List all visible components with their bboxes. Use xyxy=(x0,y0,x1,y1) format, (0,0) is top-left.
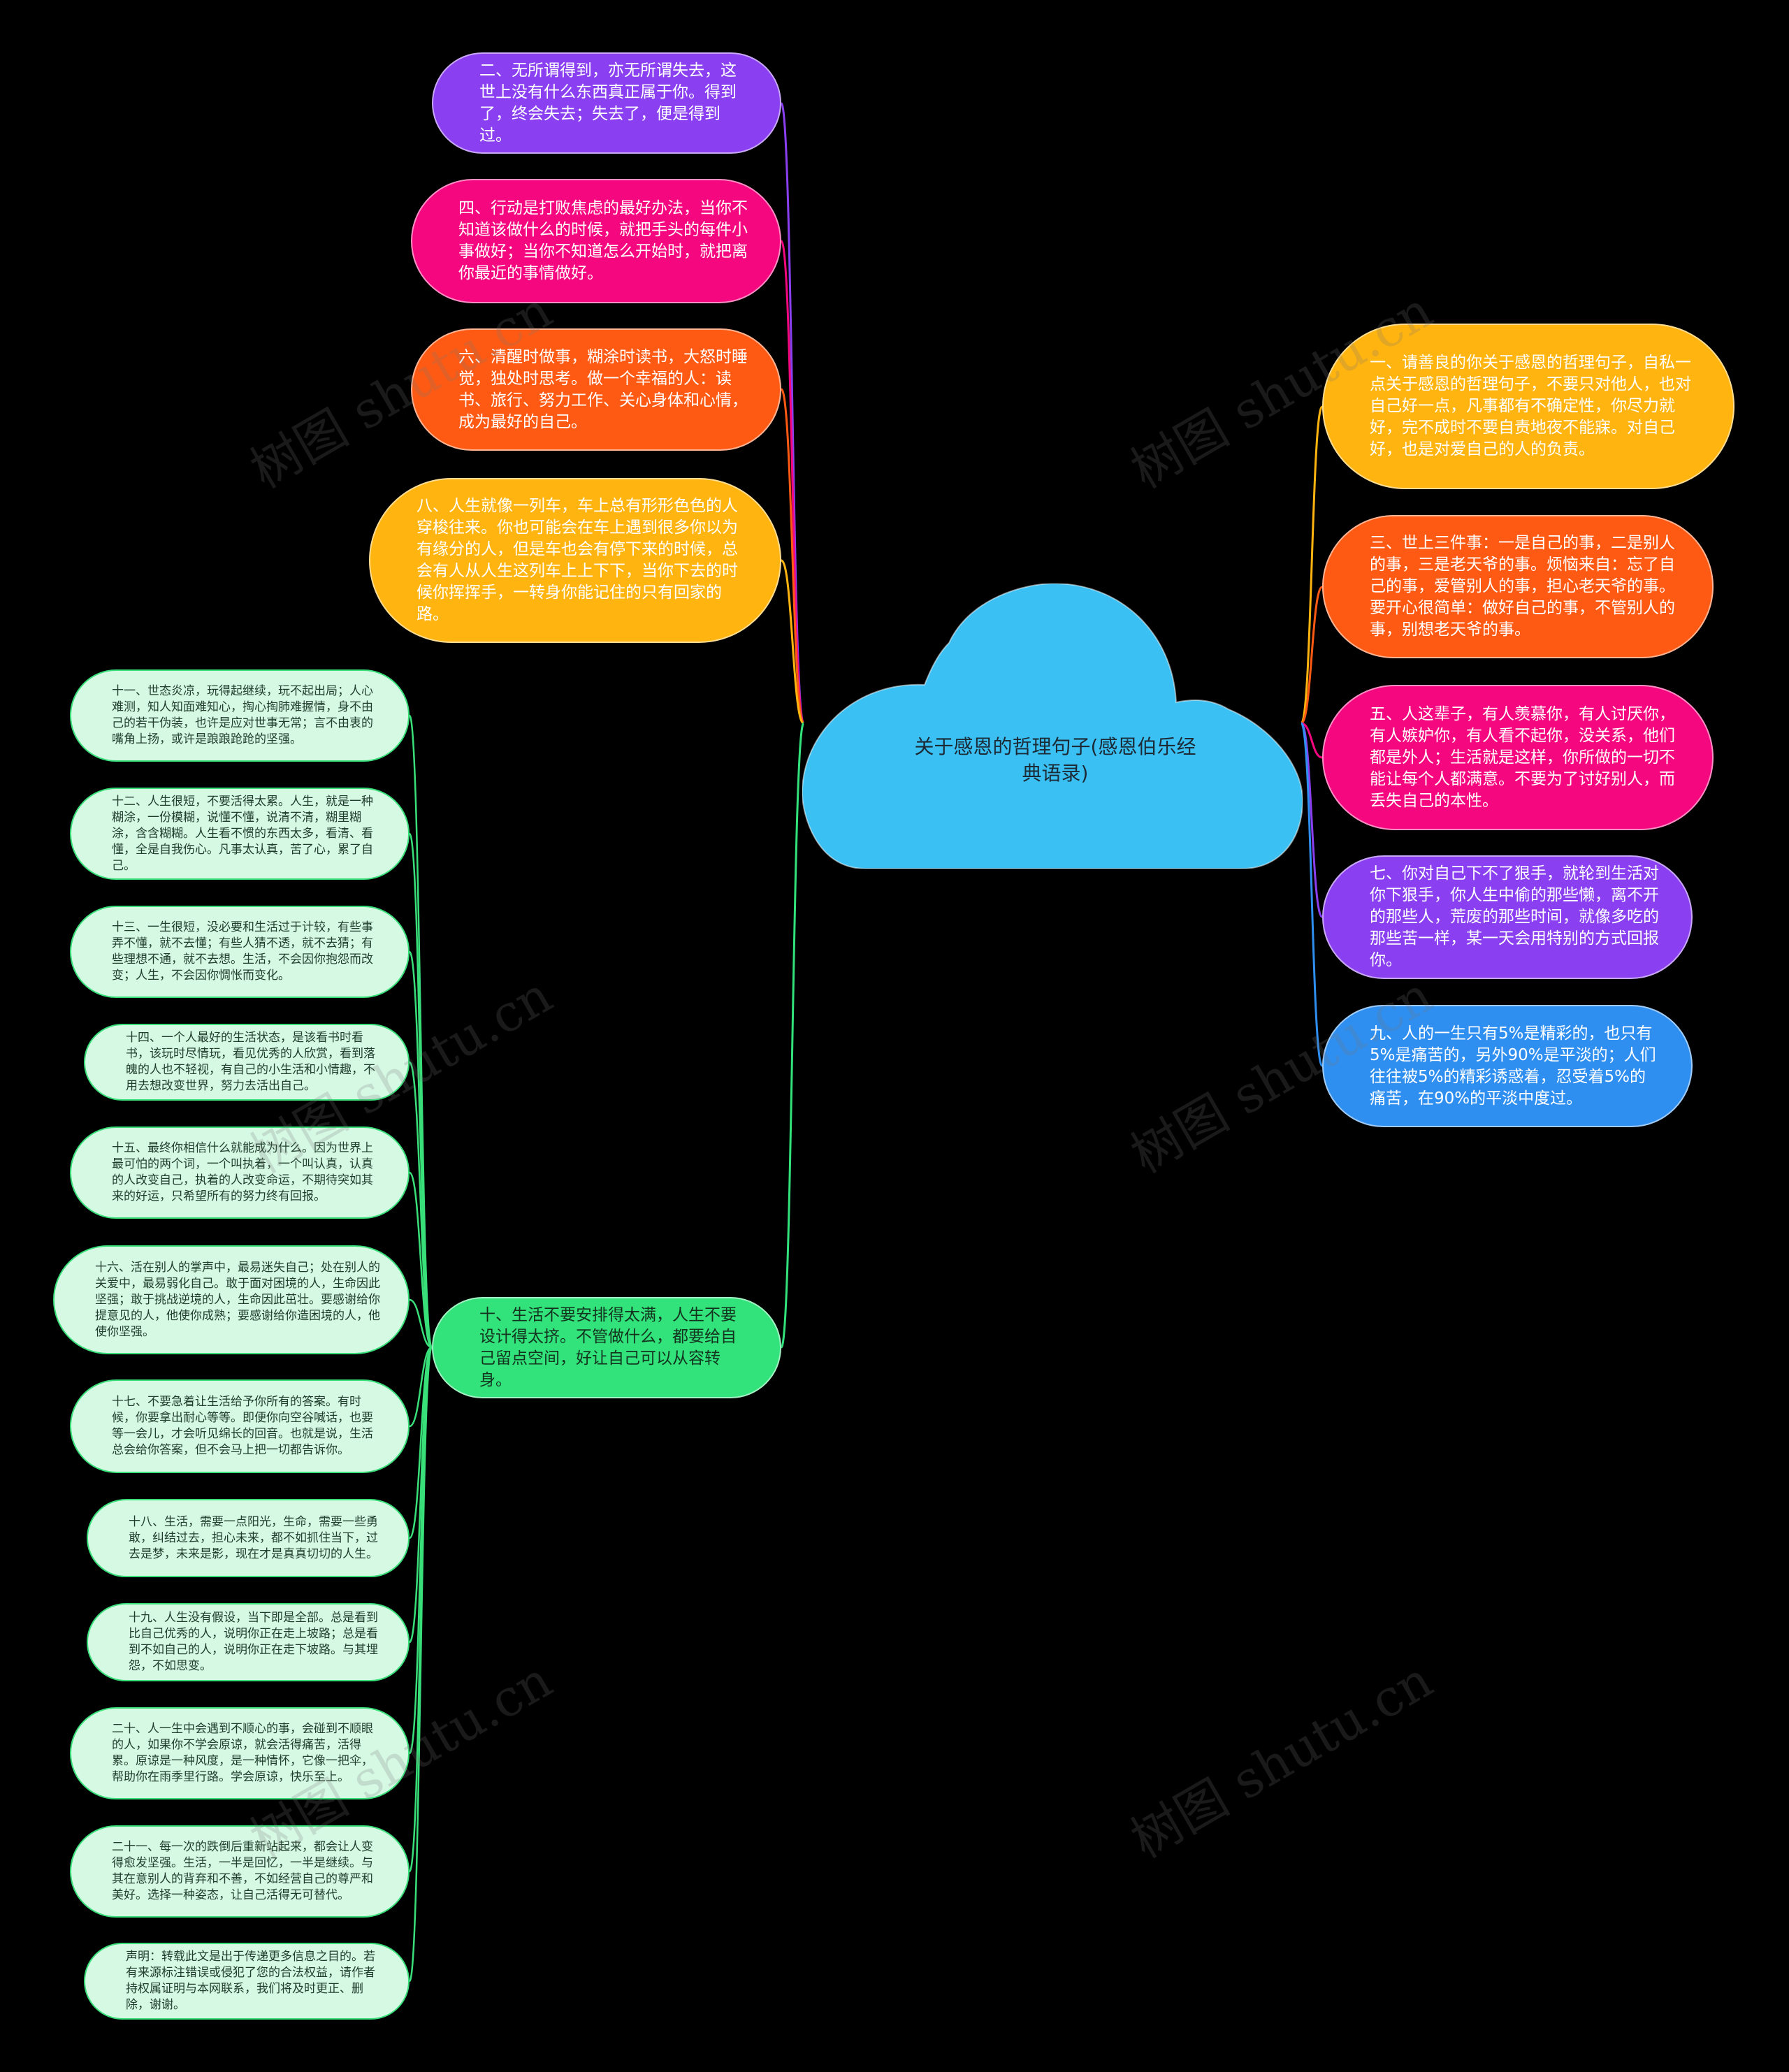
sub-node-21[interactable]: 二十一、每一次的跌倒后重新站起来，都会让人变得愈发坚强。生活，一半是回忆，一半是… xyxy=(70,1825,410,1918)
sub-node-18[interactable]: 十八、生活，需要一点阳光，生命，需要一些勇敢，纠结过去，担心未来，都不如抓住当下… xyxy=(87,1499,410,1577)
connector-line xyxy=(408,1171,433,1349)
sub-node-20[interactable]: 二十、人一生中会遇到不顺心的事，会碰到不顺眼的人，如果你不学会原谅，就会活得痛苦… xyxy=(70,1707,410,1799)
connector-line xyxy=(780,559,805,725)
branch-node-7[interactable]: 七、你对自己下不了狠手，就轮到生活对你下狠手，你人生中偷的那些懒，离不开的那些人… xyxy=(1322,855,1693,979)
connector-line xyxy=(1300,586,1324,725)
sub-node-label: 十八、生活，需要一点阳光，生命，需要一些勇敢，纠结过去，担心未来，都不如抓住当下… xyxy=(129,1514,378,1561)
sub-node-15[interactable]: 十五、最终你相信什么就能成为什么。因为世界上最可怕的两个词，一个叫执着，一个叫认… xyxy=(70,1126,410,1219)
branch-node-label: 五、人这辈子，有人羡慕你，有人讨厌你，有人嫉妒你，有人看不起你，没关系，他们都是… xyxy=(1370,704,1675,810)
connector-line xyxy=(780,722,805,1349)
connector-line xyxy=(408,1061,433,1349)
branch-node-label: 四、行动是打败焦虑的最好办法，当你不知道该做什么的时候，就把手头的每件小事做好；… xyxy=(458,199,748,282)
sub-node-label: 十四、一个人最好的生活状态，是该看书时看书，该玩时尽情玩，看见优秀的人欣赏，看到… xyxy=(126,1031,375,1093)
sub-node-label: 二十、人一生中会遇到不顺心的事，会碰到不顺眼的人，如果你不学会原谅，就会活得痛苦… xyxy=(112,1722,373,1784)
connector-line xyxy=(1300,405,1324,725)
center-cloud-shape xyxy=(802,584,1303,869)
center-topic-label: 关于感恩的哲理句子(感恩伯乐经典语录) xyxy=(914,735,1196,785)
branch-node-label: 二、无所谓得到，亦无所谓失去，这世上没有什么东西真正属于你。得到了，终会失去；失… xyxy=(479,61,737,145)
branch-node-3[interactable]: 三、世上三件事：一是自己的事，二是别人的事，三是老天爷的事。烦恼来自：忘了自己的… xyxy=(1322,515,1714,658)
sub-node-label: 十一、世态炎凉，玩得起继续，玩不起出局；人心难测，知人知面难知心，掏心掏肺难握情… xyxy=(112,684,373,746)
sub-node-16[interactable]: 十六、活在别人的掌声中，最易迷失自己；处在别人的关爱中，最易弱化自己。敢于面对困… xyxy=(53,1245,410,1354)
branch-node-1[interactable]: 一、请善良的你关于感恩的哲理句子，自私一点关于感恩的哲理句子，不要只对他人，也对… xyxy=(1322,324,1734,489)
sub-node-disclaimer[interactable]: 声明：转载此文是出于传递更多信息之目的。若有来源标注错误或侵犯了您的合法权益，请… xyxy=(84,1943,410,2020)
sub-node-12[interactable]: 十二、人生很短，不要活得太累。人生，就是一种糊涂，一份模糊，说懂不懂，说清不清，… xyxy=(70,788,410,880)
branch-node-label: 八、人生就像一列车，车上总有形形色色的人穿梭往来。你也可能会在车上遇到很多你以为… xyxy=(417,497,738,623)
branch-node-label: 一、请善良的你关于感恩的哲理句子，自私一点关于感恩的哲理句子，不要只对他人，也对… xyxy=(1370,354,1691,458)
sub-node-label: 十六、活在别人的掌声中，最易迷失自己；处在别人的关爱中，最易弱化自己。敢于面对困… xyxy=(95,1260,380,1339)
branch-node-2[interactable]: 二、无所谓得到，亦无所谓失去，这世上没有什么东西真正属于你。得到了，终会失去；失… xyxy=(432,52,781,154)
branch-node-label: 十、生活不要安排得太满，人生不要设计得太挤。不管做什么，都要给自己留点空间，好让… xyxy=(479,1305,737,1389)
sub-node-17[interactable]: 十七、不要急着让生活给予你所有的答案。有时候，你要拿出耐心等等。即便你向空谷喊话… xyxy=(70,1379,410,1473)
branch-node-9[interactable]: 九、人的一生只有5%是精彩的，也只有5%是痛苦的，另外90%是平淡的；人们往往被… xyxy=(1322,1005,1693,1127)
center-cloud[interactable] xyxy=(802,584,1303,869)
sub-node-label: 十五、最终你相信什么就能成为什么。因为世界上最可怕的两个词，一个叫执着，一个叫认… xyxy=(112,1141,373,1203)
branch-node-label: 六、清醒时做事，糊涂时读书，大怒时睡觉，独处时思考。做一个幸福的人：读书、旅行、… xyxy=(458,347,748,431)
branch-node-label: 七、你对自己下不了狠手，就轮到生活对你下狠手，你人生中偷的那些懒，离不开的那些人… xyxy=(1370,864,1659,969)
connector-line xyxy=(1300,722,1324,1067)
sub-node-label: 声明：转载此文是出于传递更多信息之目的。若有来源标注错误或侵犯了您的合法权益，请… xyxy=(126,1950,375,2012)
sub-node-label: 十三、一生很短，没必要和生活过于计较，有些事弄不懂，就不去懂；有些人猜不透，就不… xyxy=(112,920,373,983)
branch-node-label: 三、世上三件事：一是自己的事，二是别人的事，三是老天爷的事。烦恼来自：忘了自己的… xyxy=(1370,534,1675,639)
sub-node-19[interactable]: 十九、人生没有假设，当下即是全部。总是看到比自己优秀的人，说明你正在走上坡路；总… xyxy=(87,1603,410,1681)
connector-line xyxy=(408,1346,433,1983)
connector-line xyxy=(408,1346,433,1873)
branch-node-5[interactable]: 五、人这辈子，有人羡慕你，有人讨厌你，有人嫉妒你，有人看不起你，没关系，他们都是… xyxy=(1322,685,1714,830)
sub-node-label: 十七、不要急着让生活给予你所有的答案。有时候，你要拿出耐心等等。即便你向空谷喊话… xyxy=(112,1395,373,1457)
branch-node-10[interactable]: 十、生活不要安排得太满，人生不要设计得太挤。不管做什么，都要给自己留点空间，好让… xyxy=(432,1297,781,1398)
connector-line xyxy=(409,1298,433,1349)
sub-node-label: 二十一、每一次的跌倒后重新站起来，都会让人变得愈发坚强。生活，一半是回忆，一半是… xyxy=(112,1840,373,1902)
branch-node-label: 九、人的一生只有5%是精彩的，也只有5%是痛苦的，另外90%是平淡的；人们往往被… xyxy=(1370,1024,1656,1108)
sub-node-13[interactable]: 十三、一生很短，没必要和生活过于计较，有些事弄不懂，就不去懂；有些人猜不透，就不… xyxy=(70,906,410,998)
connector-line xyxy=(409,1346,433,1428)
branch-node-4[interactable]: 四、行动是打败焦虑的最好办法，当你不知道该做什么的时候，就把手头的每件小事做好；… xyxy=(411,179,781,303)
branch-node-6[interactable]: 六、清醒时做事，糊涂时读书，大怒时睡觉，独处时思考。做一个幸福的人：读书、旅行、… xyxy=(411,328,781,451)
connector-line xyxy=(1301,722,1323,759)
branch-node-8[interactable]: 八、人生就像一列车，车上总有形形色色的人穿梭往来。你也可能会在车上遇到很多你以为… xyxy=(369,478,781,643)
sub-node-14[interactable]: 十四、一个人最好的生活状态，是该看书时看书，该玩时尽情玩，看见优秀的人欣赏，看到… xyxy=(84,1024,410,1101)
sub-node-label: 十九、人生没有假设，当下即是全部。总是看到比自己优秀的人，说明你正在走上坡路；总… xyxy=(129,1611,378,1673)
sub-node-label: 十二、人生很短，不要活得太累。人生，就是一种糊涂，一份模糊，说懂不懂，说清不清，… xyxy=(112,794,373,873)
sub-node-11[interactable]: 十一、世态炎凉，玩得起继续，玩不起出局；人心难测，知人知面难知心，掏心掏肺难握情… xyxy=(70,669,410,762)
connector-line xyxy=(780,388,805,725)
